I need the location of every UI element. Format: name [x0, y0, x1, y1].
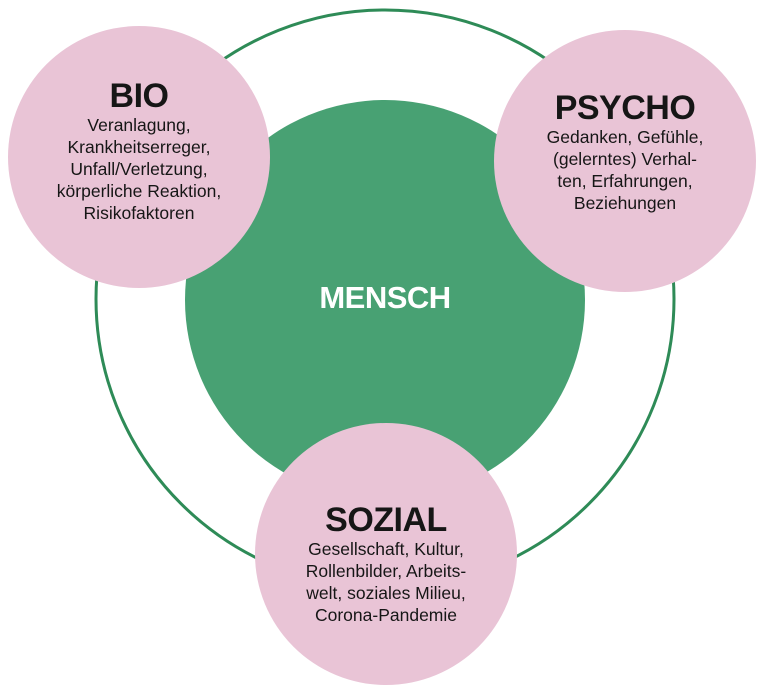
bio-line: Krankheitserreger,	[67, 137, 211, 157]
sozial-line: Rollenbilder, Arbeits-	[305, 561, 467, 581]
sozial-line: Gesellschaft, Kultur,	[308, 539, 464, 559]
psycho-line: (gelerntes) Verhal-	[553, 149, 697, 169]
bio-title: BIO	[109, 77, 169, 115]
satellite-circle-bio	[8, 26, 270, 288]
sozial-line: welt, soziales Milieu,	[306, 583, 466, 603]
center-circle-mensch	[185, 100, 585, 500]
bio-line: Veranlagung,	[87, 115, 191, 135]
satellite-label-psycho: PSYCHO Gedanken, Gefühle, (gelerntes) Ve…	[500, 90, 750, 214]
satellite-label-bio: BIO Veranlagung, Krankheitserreger, Unfa…	[14, 78, 264, 224]
psycho-line: Gedanken, Gefühle,	[546, 127, 704, 147]
bio-line: Unfall/Verletzung,	[70, 159, 208, 179]
sozial-line: Corona-Pandemie	[314, 605, 458, 625]
center-label-mensch: MENSCH	[319, 280, 451, 315]
satellite-label-sozial: SOZIAL Gesellschaft, Kultur, Rollenbilde…	[261, 502, 511, 626]
psycho-line: ten, Erfahrungen,	[557, 171, 693, 191]
sozial-title: SOZIAL	[325, 501, 447, 539]
bio-line: Risikofaktoren	[83, 203, 195, 223]
psycho-line: Beziehungen	[573, 193, 677, 213]
satellite-circle-sozial	[255, 423, 517, 685]
satellite-circle-psycho	[494, 30, 756, 292]
psycho-title: PSYCHO	[554, 89, 696, 127]
bio-line: körperliche Reaktion,	[56, 181, 222, 201]
